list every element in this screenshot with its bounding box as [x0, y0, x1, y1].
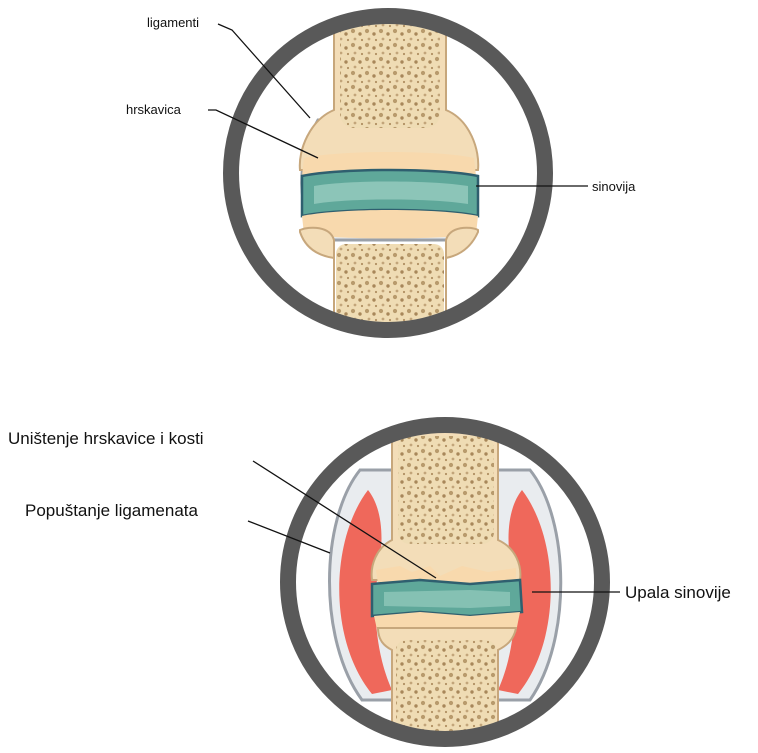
label-loosening: Popuštanje ligamenata	[25, 501, 199, 520]
label-cartilage: hrskavica	[126, 102, 182, 117]
label-inflammation: Upala sinovije	[625, 583, 731, 602]
upper-bone-marrow	[398, 436, 494, 544]
healthy-joint	[231, 0, 545, 340]
lower-bone-marrow	[396, 640, 496, 736]
arthritic-joint	[288, 425, 602, 740]
leader-cartilage	[208, 110, 318, 158]
label-destruction: Uništenje hrskavice i kosti	[8, 429, 204, 448]
label-ligaments: ligamenti	[147, 15, 199, 30]
label-synovium: sinovija	[592, 179, 636, 194]
